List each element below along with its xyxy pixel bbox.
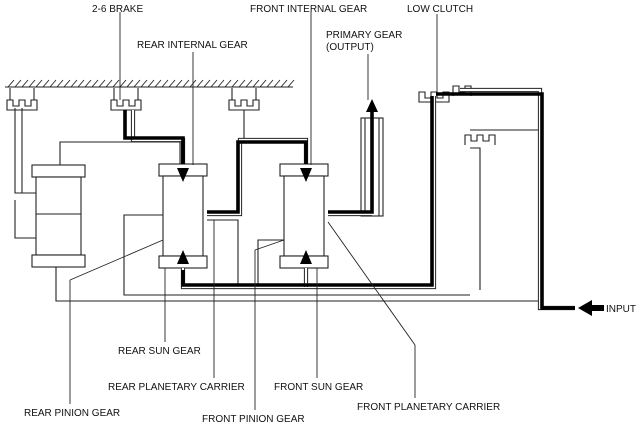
hatch-mark — [70, 79, 78, 88]
case-brake-right — [228, 88, 260, 139]
hatch-mark — [245, 79, 253, 88]
hatch-mark — [77, 79, 85, 88]
hatch-mark — [28, 79, 36, 88]
power-flow-path — [123, 92, 575, 310]
label-primary-gear: PRIMARY GEAR — [326, 30, 402, 41]
hatch-mark — [14, 79, 22, 88]
label-front-internal-gear: FRONT INTERNAL GEAR — [250, 4, 367, 15]
hatch-mark — [182, 79, 190, 88]
hatch-mark — [119, 79, 127, 88]
hatch-mark — [84, 79, 92, 88]
hatch-mark — [147, 79, 155, 88]
hatch-mark — [203, 79, 211, 88]
transmission-case-ground — [5, 79, 295, 88]
hatch-mark — [252, 79, 260, 88]
hatch-mark — [161, 79, 169, 88]
hatch-mark — [238, 79, 246, 88]
hatch-mark — [21, 79, 29, 88]
hatch-mark — [91, 79, 99, 88]
flow-arrows — [177, 99, 604, 316]
hatch-mark — [196, 79, 204, 88]
hatch-mark — [7, 79, 15, 88]
hatch-mark — [287, 79, 295, 88]
input-arrow-icon — [578, 300, 604, 316]
hatch-mark — [112, 79, 120, 88]
arrow-up-front-sun — [300, 250, 312, 264]
hatch-mark — [140, 79, 148, 88]
label-rear-sun-gear: REAR SUN GEAR — [118, 346, 201, 357]
arrow-up-primary-gear — [366, 99, 378, 112]
label-rear-planetary-carrier: REAR PLANETARY CARRIER — [108, 382, 245, 393]
arrow-down-rear-internal — [177, 168, 189, 182]
hatch-mark — [42, 79, 50, 88]
labels: 2-6 BRAKE FRONT INTERNAL GEAR LOW CLUTCH… — [24, 4, 636, 425]
hatch-mark — [154, 79, 162, 88]
hatch-mark — [273, 79, 281, 88]
hatch-mark — [217, 79, 225, 88]
hatch-mark — [175, 79, 183, 88]
arrow-down-front-internal — [300, 168, 312, 182]
hatch-mark — [168, 79, 176, 88]
hatch-mark — [63, 79, 71, 88]
hatch-mark — [266, 79, 274, 88]
label-front-sun-gear: FRONT SUN GEAR — [274, 382, 363, 393]
hatch-mark — [49, 79, 57, 88]
hatch-mark — [231, 79, 239, 88]
hatch-mark — [105, 79, 113, 88]
label-rear-pinion-gear: REAR PINION GEAR — [24, 408, 120, 419]
label-low-clutch: LOW CLUTCH — [407, 4, 473, 15]
label-rear-internal-gear: REAR INTERNAL GEAR — [137, 40, 248, 51]
arrow-up-rear-sun — [177, 250, 189, 264]
hatch-mark — [210, 79, 218, 88]
hatch-mark — [133, 79, 141, 88]
case-brake-left — [6, 88, 38, 111]
label-primary-gear-output: (OUTPUT) — [326, 42, 374, 53]
hatch-mark — [280, 79, 288, 88]
label-2-6-brake: 2-6 BRAKE — [92, 4, 143, 15]
hatch-mark — [126, 79, 134, 88]
label-front-planetary-carrier: FRONT PLANETARY CARRIER — [357, 402, 500, 413]
hatch-mark — [56, 79, 64, 88]
brake-26-element — [110, 88, 142, 111]
left-brake-drum — [14, 108, 540, 302]
label-input: INPUT — [606, 304, 636, 315]
second-clutch-element — [464, 129, 540, 290]
hatch-mark — [35, 79, 43, 88]
leader-lines — [69, 12, 438, 410]
front-planetary-set — [257, 163, 329, 288]
label-front-pinion-gear: FRONT PINION GEAR — [202, 414, 305, 425]
hatch-mark — [259, 79, 267, 88]
hatch-mark — [224, 79, 232, 88]
hatch-mark — [98, 79, 106, 88]
